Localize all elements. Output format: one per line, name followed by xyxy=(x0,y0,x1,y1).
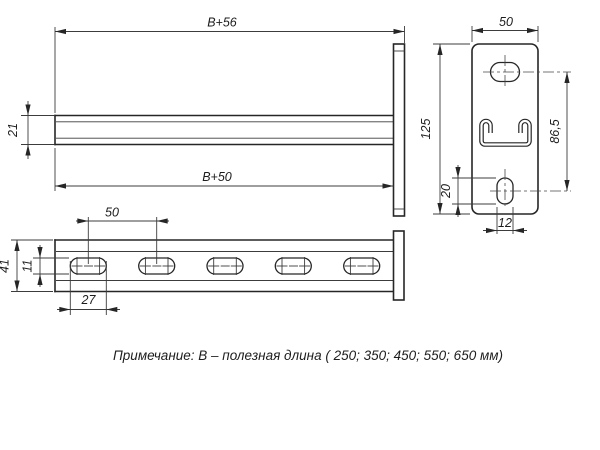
dim-plate-height: 125 xyxy=(419,119,433,140)
dim-plate-slot-length: 20 xyxy=(439,184,453,199)
dim-slot-width: 11 xyxy=(21,260,35,273)
drawing-note: Примечание: В – полезная длина ( 250; 35… xyxy=(113,348,503,363)
dim-plate-slot-width: 12 xyxy=(498,216,512,230)
side-view: B+56 B+50 21 xyxy=(6,16,406,217)
dim-hole-spacing: 86,5 xyxy=(548,119,562,143)
dim-useful-length: B+50 xyxy=(202,170,232,184)
side-view-linework xyxy=(21,26,406,217)
dim-overall-length: B+56 xyxy=(207,16,237,30)
dim-plate-width: 50 xyxy=(499,15,513,29)
plan-view: 50 41 11 27 xyxy=(0,206,405,315)
plan-view-linework xyxy=(11,217,405,315)
dim-slot-pitch: 50 xyxy=(105,206,119,220)
dim-channel-width: 41 xyxy=(0,259,12,273)
dim-channel-height: 21 xyxy=(6,123,20,138)
front-view: 50 125 86,5 20 12 xyxy=(419,15,571,234)
front-view-linework xyxy=(433,26,571,234)
dim-slot-length: 27 xyxy=(81,293,97,307)
